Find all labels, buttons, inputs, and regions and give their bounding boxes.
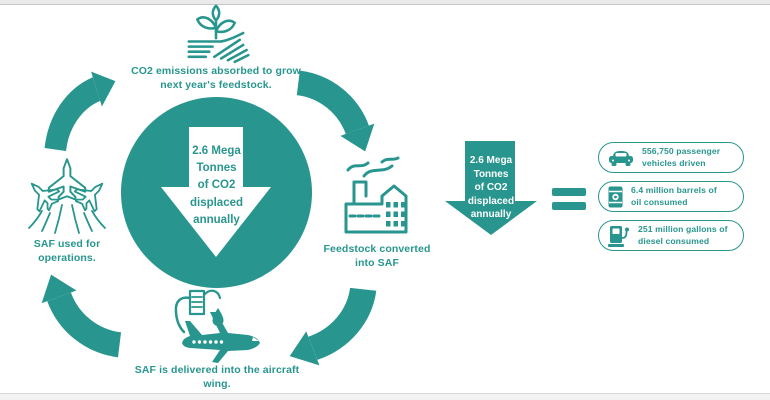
equivalence-item-line: 6.4 million barrels of xyxy=(631,185,717,195)
center-arrow-line: displaced xyxy=(189,196,244,209)
caption-line: Feedstock converted xyxy=(323,243,431,255)
equivalence-item-oil: 6.4 million barrels of oil consumed xyxy=(598,181,744,212)
equivalence-item-line: oil consumed xyxy=(631,196,688,207)
equals-sign-icon xyxy=(552,202,586,210)
caption-feedstock-conversion: Feedstock converted into SAF xyxy=(312,242,442,270)
equivalence-arrow-line: Tonnes xyxy=(473,168,509,180)
bottom-border-strip xyxy=(0,393,770,400)
equivalence-item-line: diesel consumed xyxy=(638,235,710,246)
equivalence-item-line: 556,750 passenger xyxy=(642,146,721,156)
aircraft-operations-icon xyxy=(26,155,108,235)
cycle-arrow-bottom-right-icon xyxy=(289,283,377,366)
equivalence-item-line: 251 million gallons of xyxy=(638,224,728,234)
equivalence-item-line: vehicles driven xyxy=(642,157,706,168)
caption-line: next year's feedstock. xyxy=(160,79,272,91)
equivalence-arrow-text: 2.6 Mega Tonnes of CO2 displaced annuall… xyxy=(445,154,537,222)
factory-icon xyxy=(340,156,412,238)
cycle-arrow-top-left-icon xyxy=(44,71,116,156)
center-arrow-line: 2.6 Mega xyxy=(192,145,241,157)
equivalence-item-vehicles: 556,750 passenger vehicles driven xyxy=(598,142,744,173)
cycle-center-circle xyxy=(121,97,312,288)
equivalence-arrow-line: 2.6 Mega xyxy=(469,155,513,166)
car-icon xyxy=(608,149,634,166)
fueling-aircraft-icon xyxy=(170,286,265,363)
equivalence-arrow-line: of CO2 xyxy=(474,182,508,193)
caption-feedstock-growth: CO2 emissions absorbed to grow next year… xyxy=(92,64,340,92)
down-arrow-icon xyxy=(161,127,271,257)
cycle-arrow-top-right-icon xyxy=(292,70,375,152)
top-border-strip xyxy=(0,0,770,5)
equivalence-arrow-line: annually xyxy=(470,209,512,220)
center-arrow-text: 2.6 Mega Tonnes of CO2 displaced annuall… xyxy=(121,143,312,229)
equivalence-arrow-line: displaced xyxy=(467,195,515,207)
caption-line: SAF is delivered into the aircraft xyxy=(134,364,300,376)
center-arrow-line: Tonnes xyxy=(196,162,237,175)
caption-line: SAF used for xyxy=(33,238,101,250)
fuel-pump-icon xyxy=(608,225,630,247)
equivalence-list: 556,750 passenger vehicles driven 6.4 mi… xyxy=(598,142,744,259)
caption-line: operations. xyxy=(38,252,96,264)
caption-line: wing. xyxy=(203,378,231,390)
oil-barrel-icon xyxy=(608,186,623,208)
cycle-arrow-bottom-left-icon xyxy=(41,274,126,358)
center-arrow-line: of CO2 xyxy=(197,179,236,192)
caption-saf-operations: SAF used for operations. xyxy=(12,237,122,265)
caption-line: into SAF xyxy=(355,257,399,269)
equivalence-item-diesel: 251 million gallons of diesel consumed xyxy=(598,220,744,251)
center-arrow-line: annually xyxy=(193,213,240,226)
caption-saf-delivery: SAF is delivered into the aircraft wing. xyxy=(102,363,332,391)
plant-field-icon xyxy=(182,2,250,64)
equals-sign-icon xyxy=(552,188,586,196)
down-arrow-icon xyxy=(445,141,537,235)
caption-line: CO2 emissions absorbed to grow xyxy=(131,65,301,77)
